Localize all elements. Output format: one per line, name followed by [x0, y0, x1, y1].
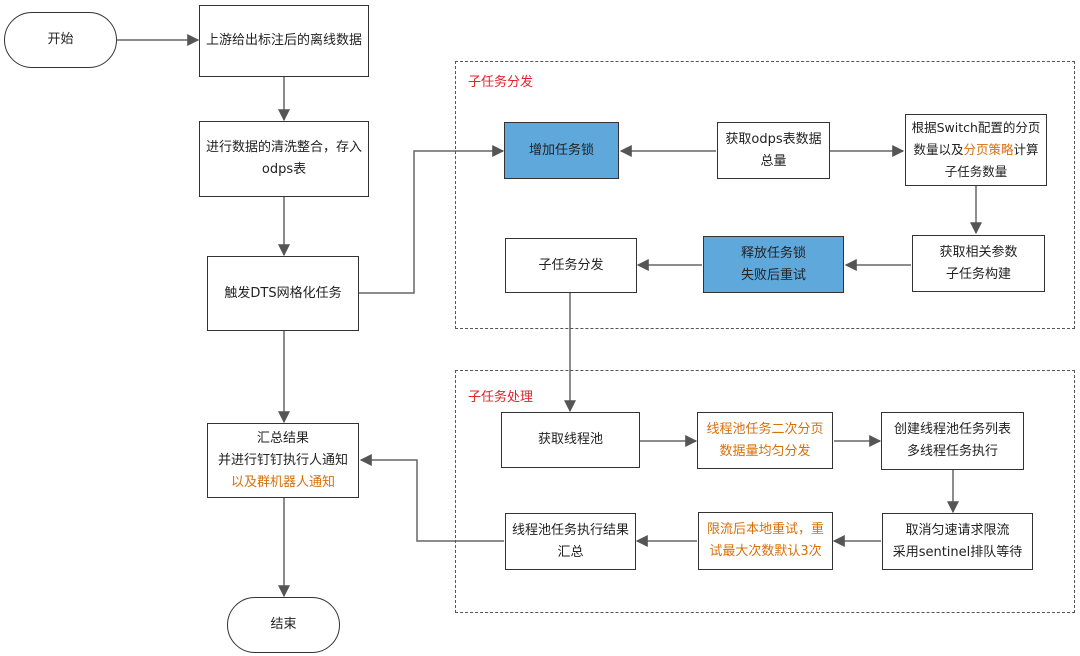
- calc-subtask-label-line1: 根据Switch配置的分页: [911, 120, 1041, 135]
- start-node: 开始: [4, 12, 117, 68]
- cancel-rate-limit-node: 取消匀速请求限流 采用sentinel排队等待: [882, 513, 1033, 570]
- arrow-trigger-to-addlock: [359, 145, 505, 294]
- get-params-label-line2: 子任务构建: [945, 266, 1011, 282]
- start-label: 开始: [47, 32, 74, 47]
- calc-subtask-node: 根据Switch配置的分页 数量以及分页策略计算 子任务数量: [905, 114, 1047, 186]
- trigger-dts-node: 触发DTS网格化任务: [207, 256, 359, 331]
- get-params-node: 获取相关参数 子任务构建: [912, 235, 1045, 292]
- subtask-dispatch-node: 子任务分发: [505, 238, 637, 293]
- release-lock-node: 释放任务锁 失败后重试: [703, 236, 844, 293]
- get-total-label-line1: 获取odps表数据: [725, 131, 822, 147]
- get-total-node: 获取odps表数据 总量: [717, 122, 830, 179]
- group-dispatch-box: [455, 61, 1075, 329]
- paging-strategy-label: 分页策略: [963, 142, 1014, 157]
- calc-subtask-label-line2: 数量以及分页策略计算: [912, 139, 1041, 161]
- get-thread-pool-label: 获取线程池: [537, 432, 603, 447]
- calc-subtask-label-line2c: 计算: [1013, 142, 1039, 157]
- clean-store-label-line2: odps表: [261, 162, 307, 177]
- get-params-label-line1: 获取相关参数: [939, 244, 1018, 260]
- pool-result-node: 线程池任务执行结果 汇总: [505, 513, 636, 570]
- release-lock-label-line2: 失败后重试: [740, 267, 806, 283]
- upstream-data-label: 上游给出标注后的离线数据: [205, 33, 362, 48]
- clean-store-node: 进行数据的清洗整合，存入 odps表: [199, 121, 369, 197]
- cancel-rate-limit-label-line1: 取消匀速请求限流: [905, 522, 1010, 538]
- upstream-data-node: 上游给出标注后的离线数据: [199, 5, 369, 77]
- subtask-dispatch-label: 子任务分发: [538, 257, 604, 273]
- create-task-list-label-line1: 创建线程池任务列表: [893, 422, 1011, 437]
- group-process-box: [455, 370, 1075, 613]
- summary-node: 汇总结果 并进行钉钉执行人通知 以及群机器人通知: [207, 423, 359, 498]
- summary-label-line1: 汇总结果: [256, 430, 309, 446]
- trigger-dts-label: 触发DTS网格化任务: [224, 285, 342, 301]
- pool-result-label-line1: 线程池任务执行结果: [511, 522, 629, 538]
- summary-label-line3: 以及群机器人通知: [230, 474, 335, 490]
- pool-result-label-line2: 汇总: [557, 544, 584, 560]
- calc-subtask-label-line2a: 数量以及: [913, 142, 964, 157]
- arrow-poolresult-to-summary: [359, 454, 504, 542]
- add-task-lock-label: 增加任务锁: [528, 142, 594, 158]
- local-retry-label-line2: 试最大次数默认3次: [709, 544, 822, 559]
- calc-subtask-label-line3: 子任务数量: [944, 164, 1008, 179]
- pool-split-label-line2: 数据量均匀分发: [719, 443, 811, 459]
- pool-split-label-line1: 线程池任务二次分页: [706, 421, 824, 437]
- local-retry-node: 限流后本地重试，重 试最大次数默认3次: [698, 512, 833, 570]
- end-node: 结束: [227, 597, 340, 653]
- local-retry-label-line1: 限流后本地重试，重: [706, 522, 824, 537]
- group-dispatch-label: 子任务分发: [468, 75, 534, 90]
- get-thread-pool-node: 获取线程池: [501, 412, 640, 468]
- create-task-list-label-line2: 多线程任务执行: [906, 444, 998, 459]
- cancel-rate-limit-label-line2: 采用sentinel排队等待: [892, 544, 1023, 560]
- group-process-label: 子任务处理: [468, 390, 534, 405]
- release-lock-label-line1: 释放任务锁: [740, 245, 806, 261]
- add-task-lock-node: 增加任务锁: [504, 122, 619, 179]
- summary-label-line2: 并进行钉钉执行人通知: [217, 452, 348, 468]
- pool-split-node: 线程池任务二次分页 数据量均匀分发: [697, 412, 833, 469]
- get-total-label-line2: 总量: [760, 153, 787, 169]
- clean-store-label-line1: 进行数据的清洗整合，存入: [205, 140, 362, 155]
- create-task-list-node: 创建线程池任务列表 多线程任务执行: [881, 412, 1024, 470]
- end-label: 结束: [270, 617, 297, 632]
